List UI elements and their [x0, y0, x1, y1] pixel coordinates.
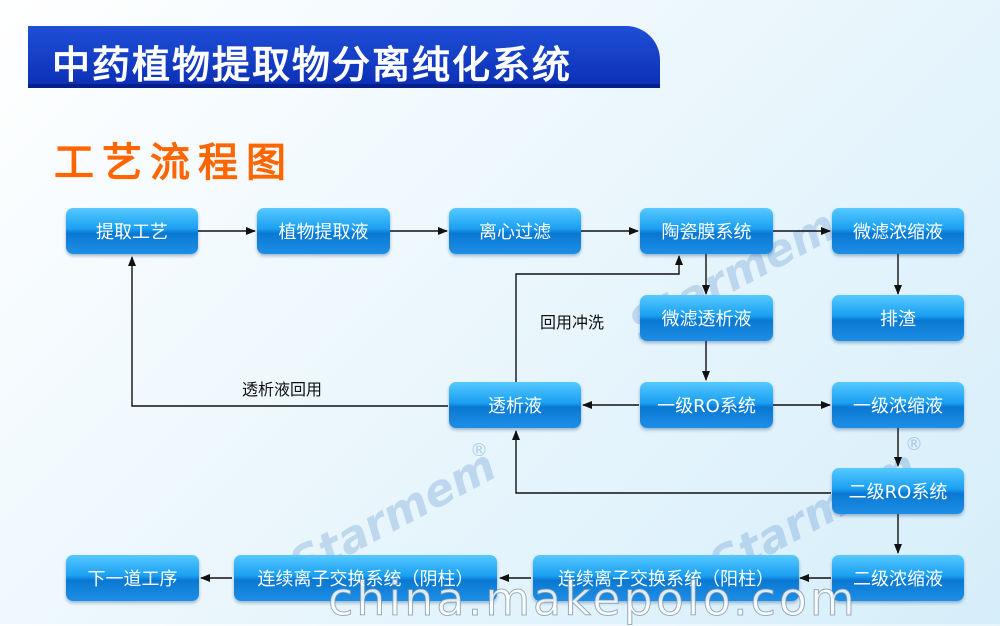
node-ro-stage-2: 二级RO系统: [832, 468, 964, 514]
registered-mark: ®: [470, 440, 488, 461]
label-rinse-reuse: 回用冲洗: [540, 313, 605, 332]
node-stage-2-concentrate: 二级浓缩液: [832, 555, 964, 601]
arrow-ro2-to-dialysate: [512, 430, 831, 494]
node-ion-exchange-anion: 连续离子交换系统（阴柱）: [234, 555, 497, 601]
node-slag-discharge: 排渣: [832, 295, 964, 341]
node-extraction-process: 提取工艺: [66, 208, 198, 254]
label-dialysate-reuse: 透析液回用: [242, 380, 323, 399]
arrow-dialysate-rinse-to-ceramic: [515, 255, 683, 382]
registered-mark: ®: [905, 434, 923, 455]
node-stage-1-concentrate: 一级浓缩液: [832, 382, 964, 428]
node-next-process: 下一道工序: [66, 555, 199, 601]
page-title: 中药植物提取物分离纯化系统: [52, 43, 573, 87]
diagram-subtitle: 工艺流程图: [54, 140, 294, 186]
node-plant-extract-liquid: 植物提取液: [257, 208, 390, 254]
node-ceramic-membrane-system: 陶瓷膜系统: [640, 208, 773, 254]
node-dialysate: 透析液: [449, 382, 581, 428]
arrow-dialysate-reuse-to-extract: [128, 256, 448, 407]
node-microfiltration-concentrate: 微滤浓缩液: [832, 208, 964, 254]
node-microfiltration-permeate: 微滤透析液: [640, 295, 773, 341]
title-banner: 中药植物提取物分离纯化系统: [28, 26, 660, 88]
node-ro-stage-1: 一级RO系统: [640, 382, 773, 428]
node-centrifugal-filtration: 离心过滤: [449, 208, 581, 254]
node-ion-exchange-cation: 连续离子交换系统（阳柱）: [533, 555, 799, 601]
site-watermark: china.makepolo.com: [328, 572, 858, 626]
